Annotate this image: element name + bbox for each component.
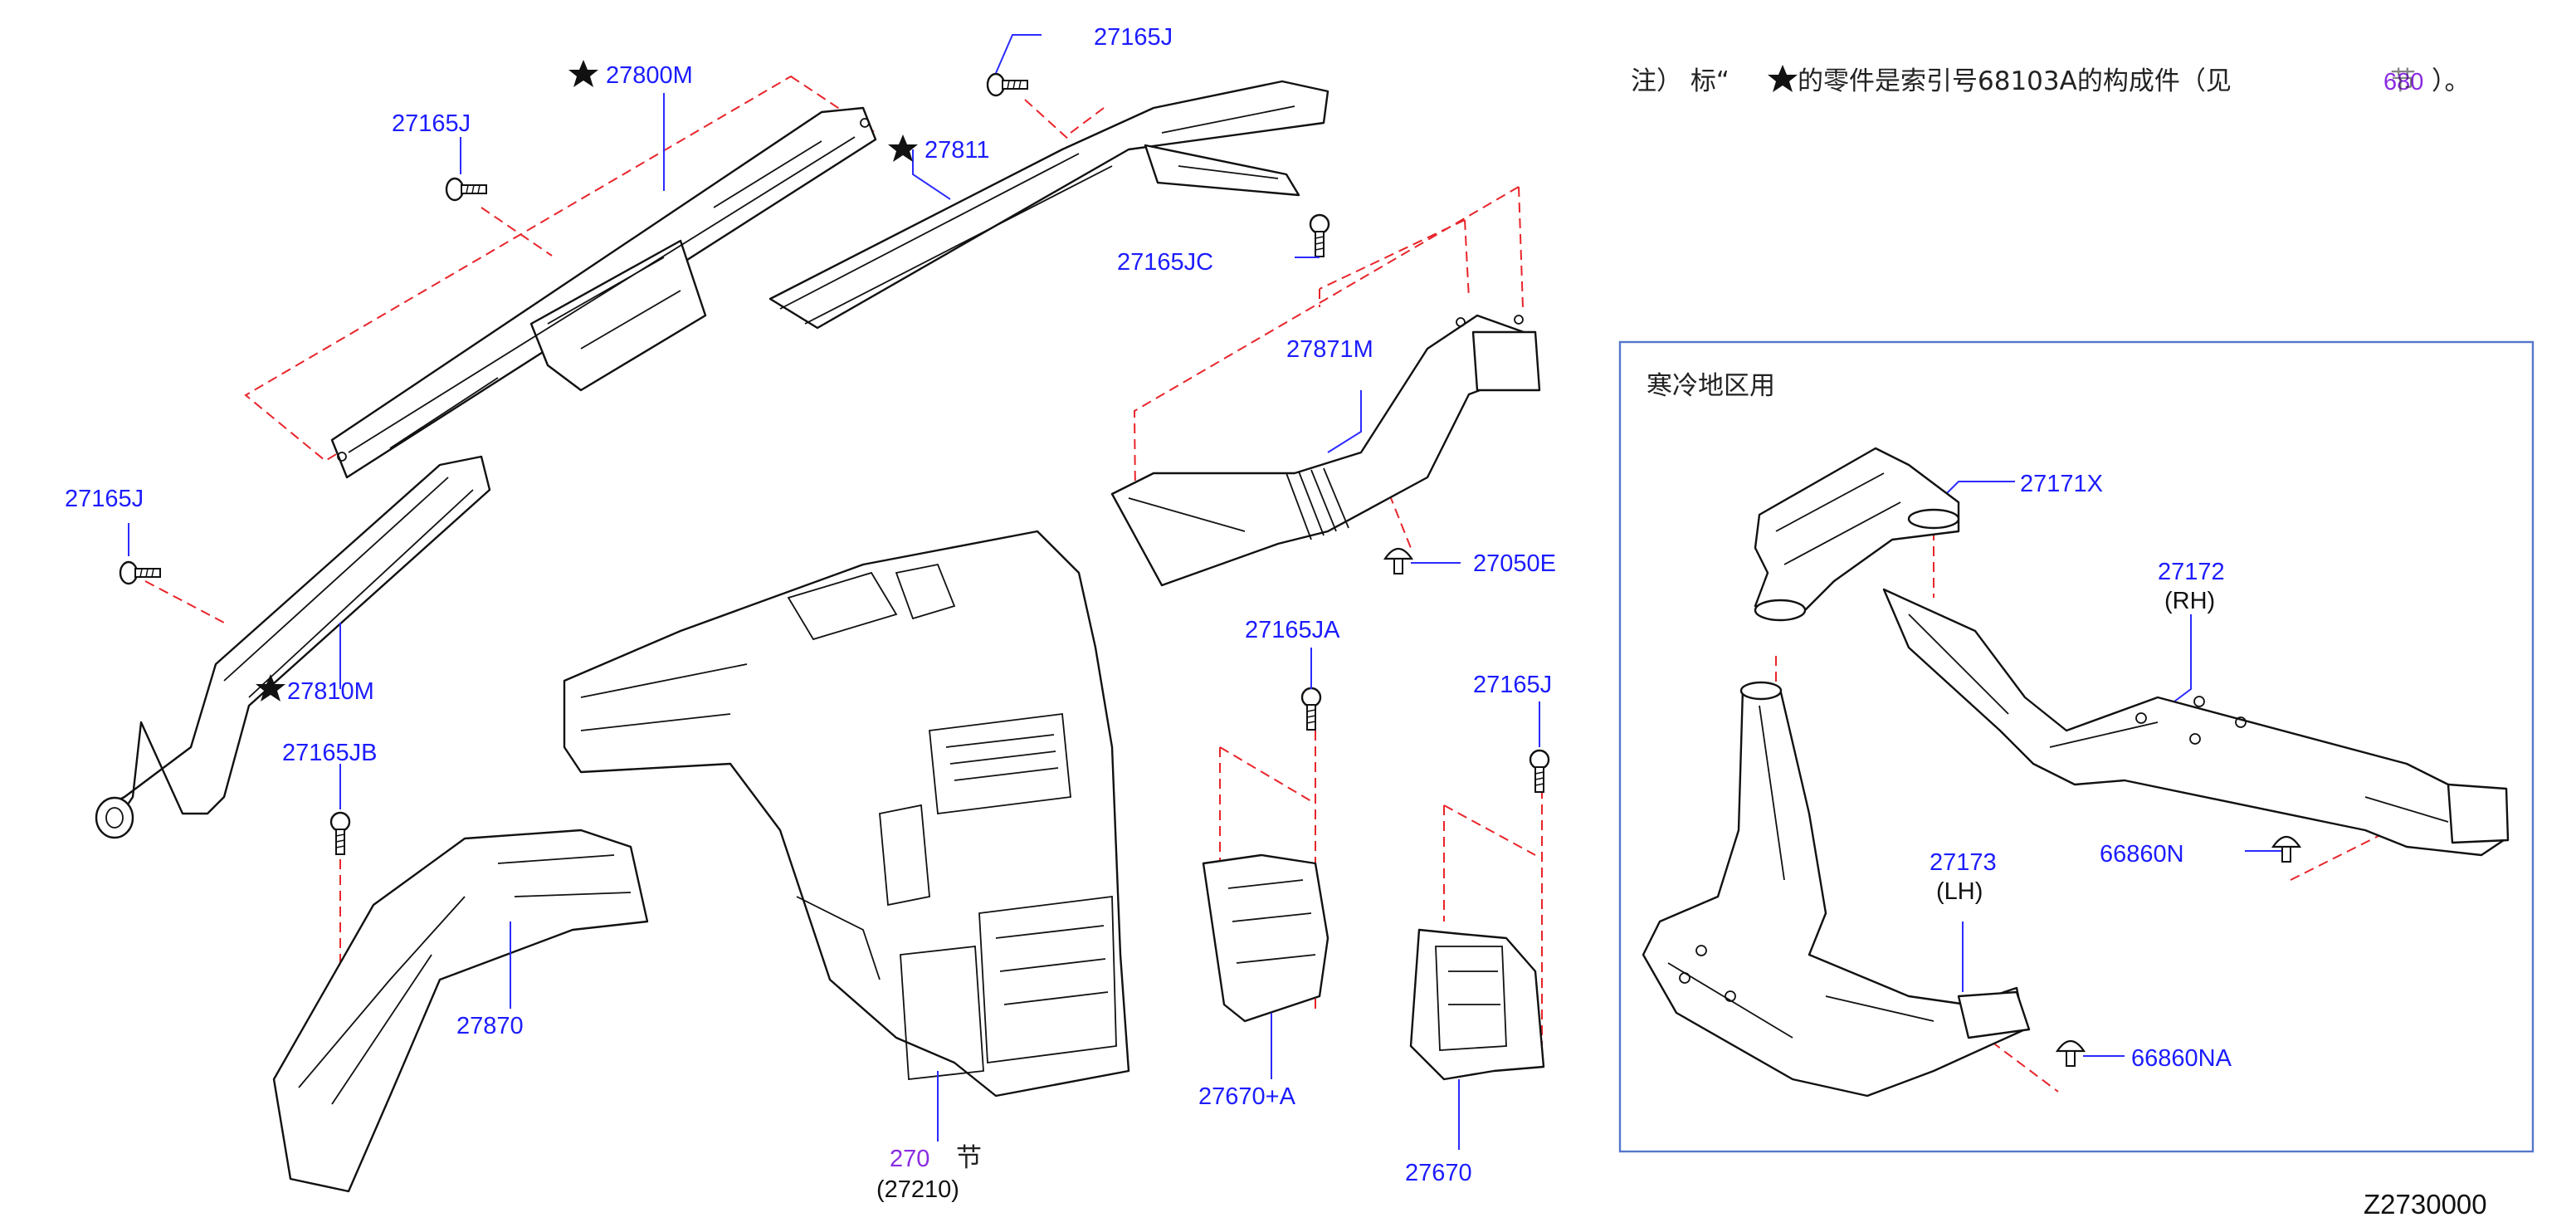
screw-27165j-b[interactable]	[986, 72, 1029, 97]
label-27165jb[interactable]: 27165JB	[282, 740, 378, 766]
label-27172-side: (RH)	[2164, 588, 2215, 614]
duct-27670a[interactable]	[1202, 853, 1329, 1023]
cold-region-frame	[1618, 340, 2535, 1153]
note-close: ）。	[2432, 66, 2471, 96]
note-text: 的零件是索引号68103A的构成件（见	[1798, 66, 2232, 96]
label-27165j-top[interactable]: 27165J	[1094, 24, 1173, 51]
label-27173-side: (LH)	[1936, 878, 1983, 905]
label-66860n[interactable]: 66860N	[2100, 841, 2184, 868]
duct-27173-lh[interactable]	[1642, 681, 2031, 1098]
label-27165jc[interactable]: 27165JC	[1117, 249, 1213, 276]
label-27165j-right[interactable]: 27165J	[1473, 672, 1552, 698]
label-27165ja[interactable]: 27165JA	[1245, 617, 1340, 643]
duct-27172-rh[interactable]	[1882, 588, 2510, 857]
label-27810m[interactable]: 27810M	[287, 678, 374, 705]
heater-part-no: (27210)	[876, 1176, 959, 1203]
screw-27165j-a[interactable]	[445, 177, 488, 202]
heater-section-ref[interactable]: 270	[890, 1146, 929, 1172]
label-27870[interactable]: 27870	[456, 1013, 524, 1039]
screw-27165j-c[interactable]	[119, 560, 162, 585]
label-27173[interactable]: 27173	[1930, 849, 1997, 876]
clip-66860n[interactable]	[2271, 835, 2301, 863]
clip-66860na[interactable]	[2056, 1039, 2086, 1068]
label-27871m[interactable]: 27871M	[1286, 336, 1373, 363]
note-prefix: 注） 标“	[1631, 66, 1730, 96]
screw-27165ja[interactable]	[1300, 687, 1322, 731]
label-27670a[interactable]: 27670+A	[1198, 1083, 1296, 1110]
note-section-word: 节	[2390, 66, 2416, 96]
duct-27871m[interactable]	[1110, 314, 1541, 587]
label-27165j-mid[interactable]: 27165J	[65, 486, 144, 512]
label-27800m[interactable]: 27800M	[606, 62, 693, 89]
label-27171x[interactable]: 27171X	[2020, 471, 2103, 497]
star-icon	[1768, 65, 1798, 92]
note-section-ref[interactable]: 680	[2383, 69, 2423, 95]
leader-lines	[128, 34, 2286, 1150]
duct-27800m[interactable]	[330, 106, 877, 479]
label-27050e[interactable]: 27050E	[1473, 550, 1556, 577]
heater-unit-27210[interactable]	[563, 530, 1130, 1098]
star-icon	[256, 674, 285, 702]
cold-region-title: 寒冷地区用	[1647, 371, 1775, 401]
label-66860na[interactable]: 66860NA	[2131, 1045, 2232, 1072]
label-27670[interactable]: 27670	[1405, 1160, 1472, 1186]
label-27811[interactable]: 27811	[925, 137, 990, 164]
diagram-code: Z2730000	[2364, 1189, 2487, 1220]
screw-27165jb[interactable]	[329, 811, 351, 856]
label-27172[interactable]: 27172	[2158, 559, 2225, 585]
screw-27165j-d[interactable]	[1529, 749, 1550, 794]
duct-27810m[interactable]	[95, 455, 491, 839]
star-icon	[568, 60, 598, 87]
duct-27811[interactable]	[768, 80, 1329, 330]
duct-27870[interactable]	[272, 829, 649, 1193]
duct-27670[interactable]	[1409, 928, 1545, 1081]
clip-27050e[interactable]	[1383, 547, 1413, 575]
duct-27171x[interactable]	[1754, 447, 1960, 622]
label-27165j-left[interactable]: 27165J	[392, 110, 471, 137]
star-icon	[888, 134, 918, 162]
heater-section-word: 节	[956, 1143, 982, 1173]
screw-27165jc[interactable]	[1309, 213, 1330, 258]
